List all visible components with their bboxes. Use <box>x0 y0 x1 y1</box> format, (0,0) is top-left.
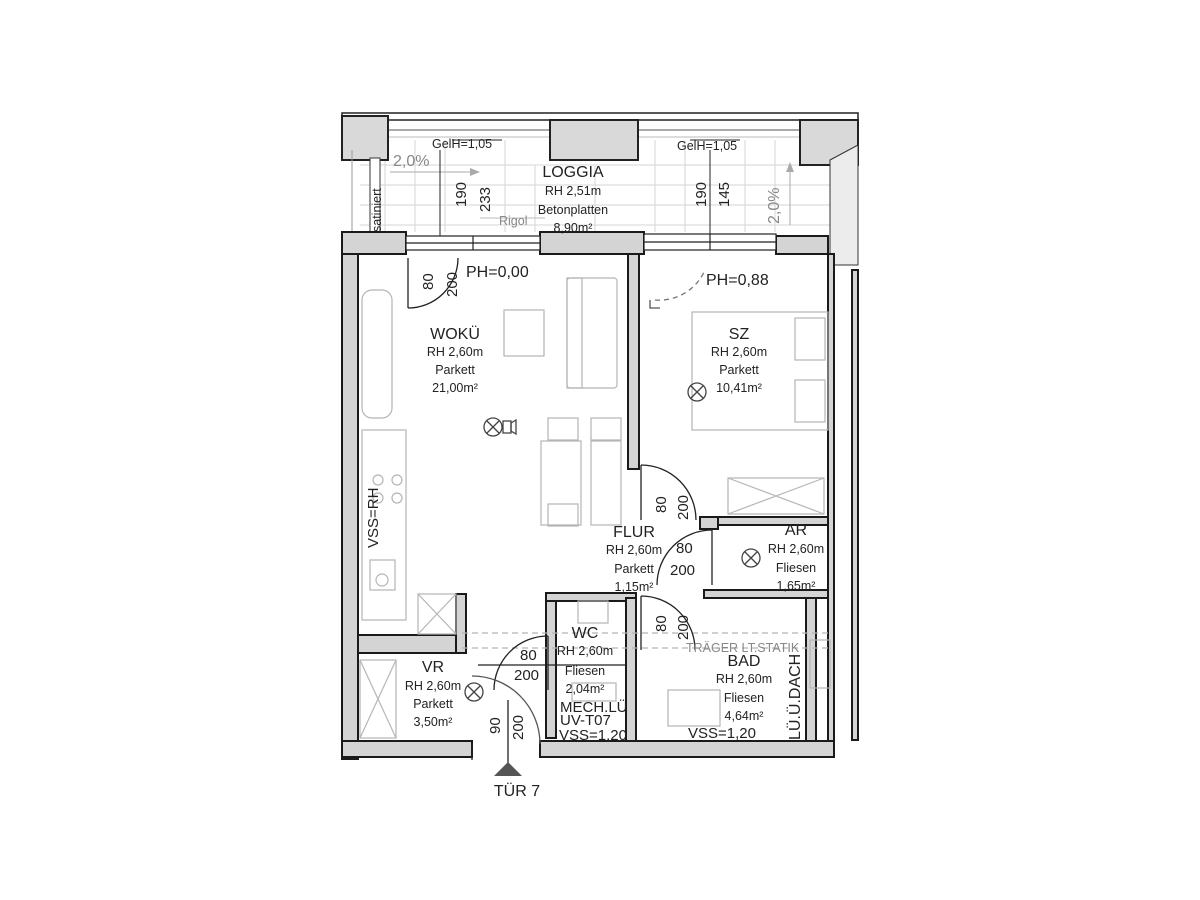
light-ar-icon <box>741 548 761 568</box>
door-loggia-height: 200 <box>444 272 461 297</box>
door-ar-width: 80 <box>676 540 693 557</box>
slope-left-label: 2,0% <box>393 153 429 170</box>
uv-label: UV-T07 <box>560 712 611 729</box>
slope-right-label: 2,0% <box>766 188 783 224</box>
bad-name: BAD <box>728 653 761 670</box>
vss-rh-label: VSS=RH <box>365 488 382 548</box>
wokue-area: 21,00m² <box>432 381 478 395</box>
ar-area: 1,65m² <box>777 579 816 593</box>
loggia-name: LOGGIA <box>542 164 604 181</box>
bad-area: 4,64m² <box>725 709 764 723</box>
wokue-floor: Parkett <box>435 363 475 377</box>
door-entry-width: 90 <box>487 717 504 734</box>
bad-floor: Fliesen <box>724 691 764 705</box>
vr-name: VR <box>422 659 444 676</box>
bad-height: RH 2,60m <box>716 672 772 686</box>
light-vr-icon <box>464 682 484 702</box>
ph-right-label: PH=0,88 <box>706 272 769 289</box>
flur-floor: Parkett <box>614 562 654 576</box>
vss-wc-label: VSS=1,20 <box>559 727 627 744</box>
flur-area: 1,15m² <box>615 580 654 594</box>
furniture <box>359 277 831 739</box>
win-right-width: 190 <box>693 182 710 207</box>
sz-floor: Parkett <box>719 363 759 377</box>
vr-height: RH 2,60m <box>405 679 461 693</box>
entrance-arrow-icon <box>494 762 522 776</box>
sz-name: SZ <box>729 326 750 343</box>
loggia-floor: Betonplatten <box>538 203 608 217</box>
walls <box>341 231 859 760</box>
win-left-width: 190 <box>453 182 470 207</box>
door-wc-height: 200 <box>514 667 539 684</box>
loggia-area: 8,90m² <box>554 221 593 235</box>
gelh-right-label: GelH=1,05 <box>677 139 737 153</box>
door-loggia-width: 80 <box>420 273 437 290</box>
wc-area: 2,04m² <box>566 682 605 696</box>
lue-dach-label: LÜ.Ü.DACH <box>786 654 804 740</box>
door-bad-width: 80 <box>653 615 670 632</box>
win-right-height: 145 <box>716 182 733 207</box>
ar-height: RH 2,60m <box>768 542 824 556</box>
flur-name: FLUR <box>613 524 655 541</box>
vss-bad-label: VSS=1,20 <box>688 725 756 742</box>
wc-height: RH 2,60m <box>557 644 613 658</box>
vr-area: 3,50m² <box>414 715 453 729</box>
traeger-label: TRÄGER LT.STATIK <box>686 641 800 655</box>
sz-height: RH 2,60m <box>711 345 767 359</box>
doors <box>407 257 713 765</box>
entrance-label: TÜR 7 <box>494 782 540 800</box>
flur-height: RH 2,60m <box>606 543 662 557</box>
windows <box>405 233 777 251</box>
door-sz-width: 80 <box>653 496 670 513</box>
ph-left-label: PH=0,00 <box>466 264 529 281</box>
wokue-name: WOKÜ <box>430 325 480 343</box>
door-bad-height: 200 <box>675 615 692 640</box>
vr-floor: Parkett <box>413 697 453 711</box>
door-wc-width: 80 <box>520 647 537 664</box>
ar-name: AR <box>785 522 807 539</box>
rigol-label: Rigol <box>499 214 528 228</box>
satiniert-label: satiniert <box>370 188 384 232</box>
ar-floor: Fliesen <box>776 561 816 575</box>
gelh-left-label: GelH=1,05 <box>432 137 492 151</box>
mech-lu-label: MECH.LÜ <box>560 698 628 716</box>
loggia-area <box>341 112 859 266</box>
door-ar-height: 200 <box>670 562 695 579</box>
wokue-height: RH 2,60m <box>427 345 483 359</box>
win-left-height: 233 <box>477 187 494 212</box>
door-entry-height: 200 <box>510 715 527 740</box>
light-sz-icon <box>687 382 707 402</box>
ceiling-lights <box>464 382 761 702</box>
sz-area: 10,41m² <box>716 381 762 395</box>
loggia-height: RH 2,51m <box>545 184 601 198</box>
light-wokue-icon <box>483 417 517 437</box>
door-sz-height: 200 <box>675 495 692 520</box>
wc-name: WC <box>572 625 599 642</box>
wc-floor: Fliesen <box>565 664 605 678</box>
